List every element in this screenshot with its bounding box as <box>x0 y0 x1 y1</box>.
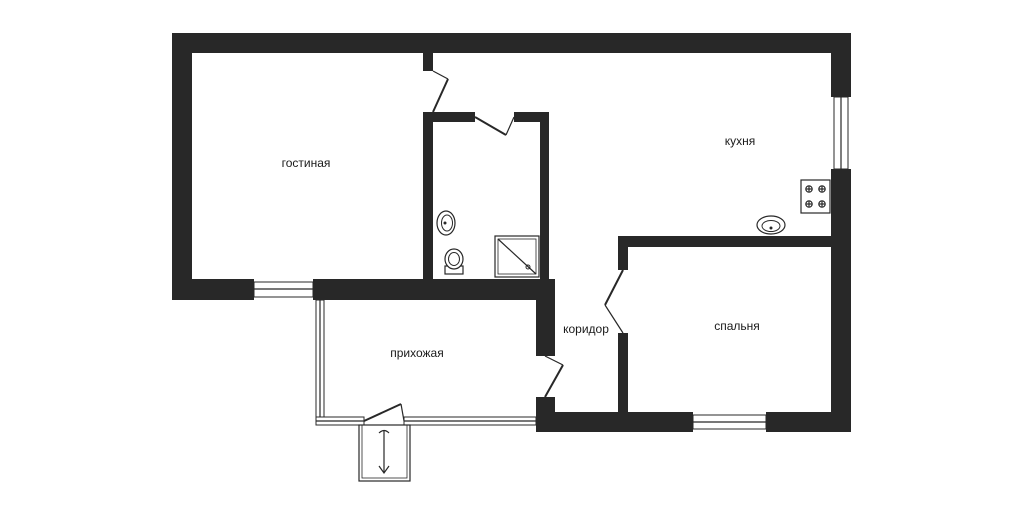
stove-icon <box>800 179 831 214</box>
wall-bedroom-left-upper <box>618 236 628 270</box>
wall-bath-top-right <box>514 112 549 122</box>
walls <box>172 33 851 432</box>
wall-bedroom-top <box>618 236 831 247</box>
door-living <box>432 78 449 113</box>
wall-corridor-left-upper <box>536 286 555 356</box>
room-label-living: гостиная <box>282 156 331 170</box>
doors <box>363 70 624 422</box>
wall-bath-left <box>423 112 433 282</box>
wall-living-partition-top <box>423 53 433 71</box>
sink-icon <box>756 215 786 235</box>
room-labels: гостиная кухня спальня прихожая коридор <box>282 134 760 360</box>
hallway-thin-walls <box>315 299 537 426</box>
room-label-bedroom: спальня <box>714 319 760 333</box>
toilet-icon <box>444 248 464 275</box>
wall-living-bottom-left <box>172 279 254 300</box>
door-bathroom <box>474 116 507 136</box>
room-label-hallway: прихожая <box>390 346 443 360</box>
door-entrance <box>363 403 402 422</box>
room-label-kitchen: кухня <box>725 134 756 148</box>
washbasin-icon <box>436 210 456 236</box>
stairs-icon <box>358 424 411 482</box>
wall-bottom-bedroom-right <box>766 412 851 432</box>
wall-living-bottom-right <box>313 279 555 300</box>
room-label-corridor: коридор <box>563 322 609 336</box>
wall-right-upper <box>831 33 851 97</box>
wall-right-lower <box>831 169 851 431</box>
wall-bedroom-left-lower <box>618 333 628 423</box>
wall-top <box>172 33 851 53</box>
shower-tray-icon <box>494 235 540 278</box>
wall-bath-right <box>540 112 549 282</box>
door-corridor <box>544 364 564 398</box>
door-bedroom <box>604 269 624 306</box>
windows <box>253 96 849 430</box>
wall-bottom-corridor <box>536 412 693 432</box>
wall-left <box>172 33 192 300</box>
wall-bath-top-left <box>423 112 475 122</box>
